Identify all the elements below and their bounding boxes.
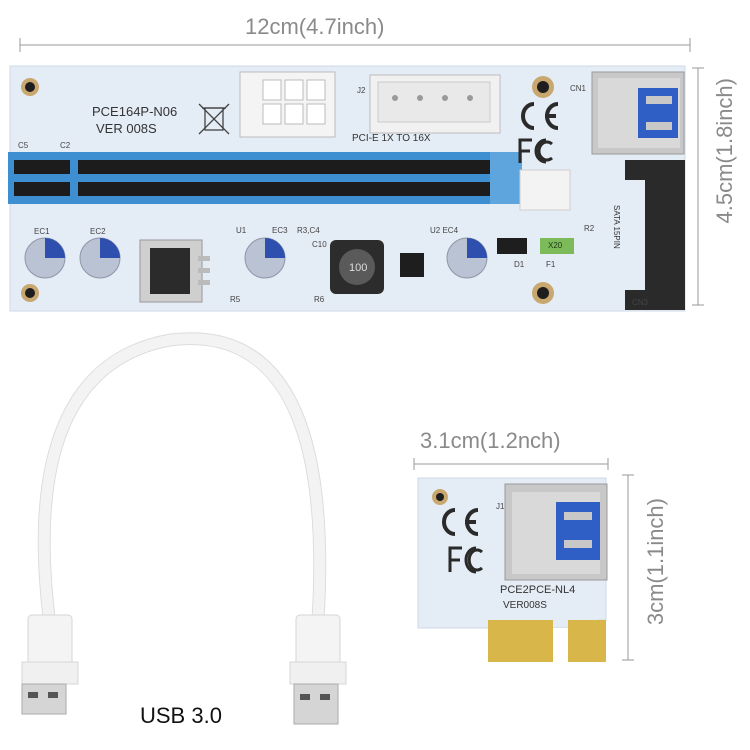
label-ec1: EC1	[34, 227, 50, 236]
label-d1: D1	[514, 260, 525, 269]
label-r5: R5	[230, 295, 241, 304]
riser-model-label: PCE164P-N06	[92, 104, 178, 119]
fuse	[540, 238, 574, 254]
pcie-x16-slot	[8, 152, 571, 211]
label-ec2: EC2	[90, 227, 106, 236]
label-ec3: EC3	[272, 226, 288, 235]
fcc-mark-main	[518, 138, 554, 164]
label-c10: C10	[312, 240, 327, 249]
label-u2ec4: U2 EC4	[430, 226, 459, 235]
usb3-port-main	[591, 71, 685, 155]
adapter-height-label: 3cm(1.1inch)	[643, 498, 668, 626]
usb-cable-outline	[37, 332, 327, 626]
mounting-holes	[21, 76, 554, 304]
label-r3c4: R3,C4	[297, 226, 320, 235]
riser-sata-label: SATA 15PIN	[612, 205, 621, 249]
label-cn1: CN1	[570, 84, 587, 93]
main-width-label: 12cm(4.7inch)	[245, 14, 385, 39]
label-u1: U1	[236, 226, 247, 235]
label-j2: J2	[357, 86, 366, 95]
molex-connector	[369, 74, 501, 134]
fcc-mark-adapter	[448, 546, 484, 574]
adapter-height-dimension-line	[622, 474, 634, 661]
label-cn3: CN3	[632, 298, 649, 307]
fuse-value-label: X20	[548, 241, 563, 250]
capacitors	[24, 237, 488, 279]
six-pin-power-connector	[239, 71, 336, 138]
adapter-hole-center	[436, 493, 444, 501]
label-f1: F1	[546, 260, 556, 269]
adapter-width-dimension-line	[413, 458, 609, 470]
usb-cable	[38, 333, 326, 631]
adapter-version-label: VER008S	[503, 600, 547, 611]
adapter-model-label: PCE2PCE-NL4	[500, 584, 576, 596]
voltage-regulator	[139, 239, 210, 303]
label-j1: J1	[496, 502, 505, 511]
label-c5: C5	[18, 141, 29, 150]
label-c2: C2	[60, 141, 71, 150]
adapter-width-label: 3.1cm(1.2nch)	[420, 428, 561, 453]
inductor	[330, 240, 384, 294]
label-r6: R6	[314, 295, 325, 304]
sata-connector	[625, 160, 685, 310]
riser-slot-label: PCI-E 1X TO 16X	[352, 133, 431, 144]
main-height-dimension-line	[692, 67, 704, 306]
main-width-dimension-line	[19, 38, 691, 52]
ce-mark-adapter	[442, 508, 479, 536]
label-r2: R2	[584, 224, 595, 233]
controller-chip	[400, 253, 424, 277]
usb-plug-right	[289, 614, 347, 725]
usb-cable-label: USB 3.0	[140, 703, 222, 728]
ce-mark-main	[521, 102, 559, 130]
riser-version-label: VER 008S	[96, 121, 157, 136]
pcie-x1-gold-fingers	[488, 620, 606, 662]
usb3-port-adapter	[504, 483, 608, 581]
diode	[497, 238, 527, 254]
weee-bin-icon	[198, 103, 230, 135]
inductor-value-label: 100	[349, 262, 368, 274]
usb-plug-left	[21, 614, 79, 715]
main-height-label: 4.5cm(1.8inch)	[712, 78, 737, 224]
